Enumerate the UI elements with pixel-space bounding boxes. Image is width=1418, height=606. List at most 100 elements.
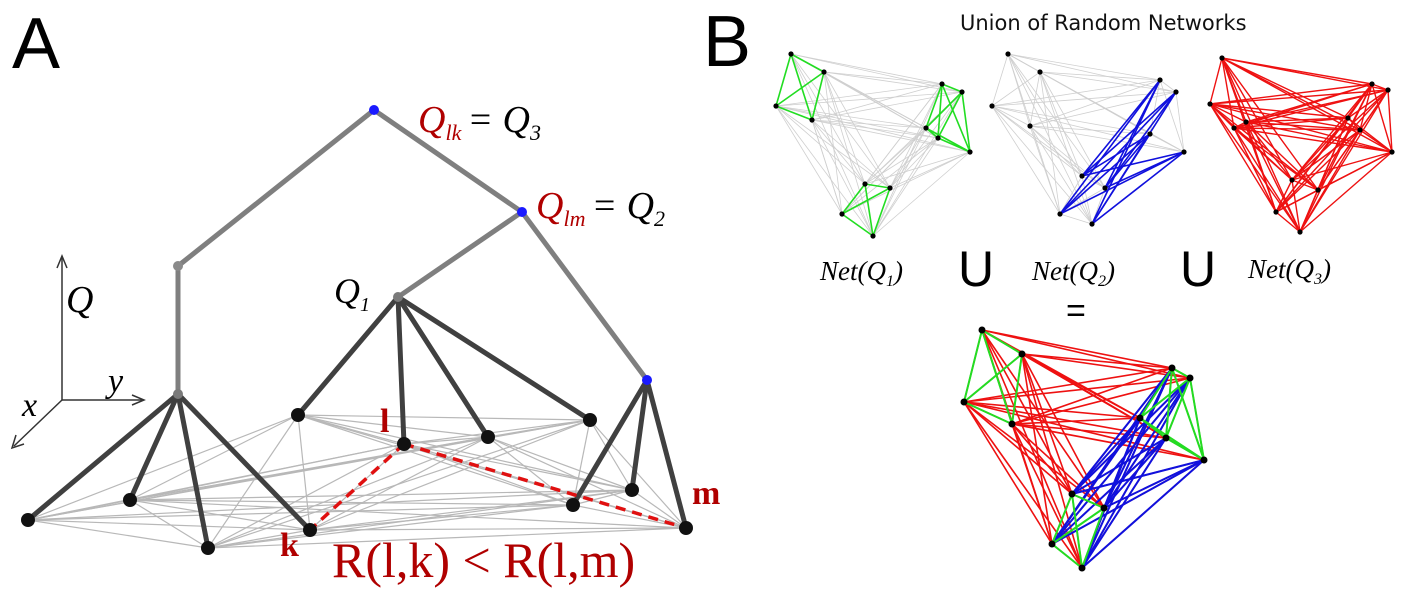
leaf-node <box>566 498 580 512</box>
highlight-edge <box>1371 83 1393 153</box>
union-red-edge <box>1011 367 1173 425</box>
highlight-edge <box>1233 127 1293 181</box>
highlight-edge <box>1209 103 1277 213</box>
highlight-edge <box>1221 57 1389 91</box>
union-green-edge <box>1139 377 1191 419</box>
tree-leaf-edge <box>629 377 650 493</box>
tree-leaf-edge <box>175 391 313 533</box>
background-edge <box>1059 213 1093 225</box>
highlight-edge <box>1209 103 1301 233</box>
tree-leaf-edge <box>175 391 211 551</box>
highlight-edge <box>1299 129 1361 233</box>
background-edge <box>1039 71 1161 81</box>
highlight-edge <box>1209 103 1361 131</box>
leaf-node <box>201 541 215 555</box>
base-edge <box>309 436 489 531</box>
base-edge <box>403 419 591 445</box>
background-edge <box>823 71 866 185</box>
union-node <box>1100 504 1108 512</box>
background-edge <box>775 105 843 215</box>
network-node <box>923 125 929 131</box>
tree-leaf-edge <box>127 391 181 503</box>
union-red-edge <box>963 401 1053 545</box>
highlight-edge <box>1245 121 1301 233</box>
union-green-edge <box>1189 377 1205 461</box>
background-edge <box>889 151 971 189</box>
panel-b-title: Union of Random Networks <box>960 11 1247 35</box>
background-edge <box>864 127 927 185</box>
tree-leaf-edge <box>395 294 407 447</box>
highlight-edge <box>1275 179 1293 213</box>
highlight-edge <box>1275 211 1301 233</box>
highlight-edge <box>1233 127 1361 131</box>
network-node <box>1005 51 1011 57</box>
base-edge <box>487 436 633 491</box>
union-node <box>1078 564 1086 572</box>
highlight-edge <box>1291 179 1319 191</box>
union-green-edge <box>981 329 1023 355</box>
background-edge <box>872 91 963 237</box>
highlight-edge <box>811 71 825 121</box>
highlight-edge <box>1233 127 1319 191</box>
union-red-edge <box>1011 423 1083 569</box>
highlight-edge <box>1291 83 1373 181</box>
background-edge <box>1159 79 1177 93</box>
network-node <box>1289 177 1295 183</box>
union-red-edge <box>963 377 1191 403</box>
label-q-lm: Qlm= Q2 <box>536 185 665 231</box>
union-green-edge <box>1051 493 1073 545</box>
network-node <box>1369 81 1375 87</box>
network-node <box>773 103 779 109</box>
highlight-edge <box>841 183 866 215</box>
highlight-edge <box>1291 129 1361 181</box>
background-edge <box>811 119 874 237</box>
highlight-edge <box>925 83 943 129</box>
union-green-edge <box>1165 437 1205 461</box>
union-node <box>1068 490 1076 498</box>
background-edge <box>775 105 874 237</box>
highlight-edge <box>1291 89 1389 181</box>
highlight-edge <box>790 53 825 73</box>
leaf-node <box>679 521 693 535</box>
highlight-edge <box>1275 129 1361 213</box>
network-node <box>1297 229 1303 235</box>
union-red-edge <box>1011 423 1053 545</box>
leaf-node <box>583 413 597 427</box>
union-green-edge <box>1051 507 1105 545</box>
network-node <box>1157 77 1163 83</box>
base-edge <box>129 499 687 529</box>
base-edge <box>27 519 311 531</box>
highlight-edge <box>1209 103 1247 123</box>
background-edge <box>1029 125 1185 153</box>
net-q3-label: Net(Q3) <box>1247 254 1331 288</box>
tree-leaf-edge <box>395 294 491 440</box>
background-edge <box>811 119 866 185</box>
background-edge <box>991 105 1031 127</box>
union-symbol-2: U <box>1180 241 1216 297</box>
highlight-edge <box>1091 151 1185 225</box>
tree-leaf-edge <box>25 391 181 523</box>
background-edge <box>775 105 891 189</box>
union-red-edge <box>981 329 1173 369</box>
highlight-edge <box>1209 103 1319 191</box>
highlight-edge <box>1347 89 1389 119</box>
background-edge <box>823 71 891 189</box>
network-node <box>1037 69 1043 75</box>
highlight-edge <box>1209 57 1223 105</box>
highlight-edge <box>1221 57 1349 119</box>
highlight-edge <box>1059 151 1185 215</box>
highlight-edge <box>941 83 971 153</box>
network-node <box>1079 173 1085 179</box>
union-blue-edge <box>1081 437 1167 569</box>
tree-node-right <box>642 375 652 385</box>
union-blue-edge <box>1071 459 1205 495</box>
highlight-edge <box>1091 133 1151 225</box>
union-red-edge <box>1021 353 1173 369</box>
tree-leaf-edges <box>25 294 689 551</box>
union-node <box>1200 456 1208 464</box>
background-edge <box>872 151 971 237</box>
tree-node-q1 <box>393 292 403 302</box>
tree-edge <box>175 107 377 269</box>
base-edge <box>27 504 574 521</box>
node-label-l: l <box>380 403 389 440</box>
